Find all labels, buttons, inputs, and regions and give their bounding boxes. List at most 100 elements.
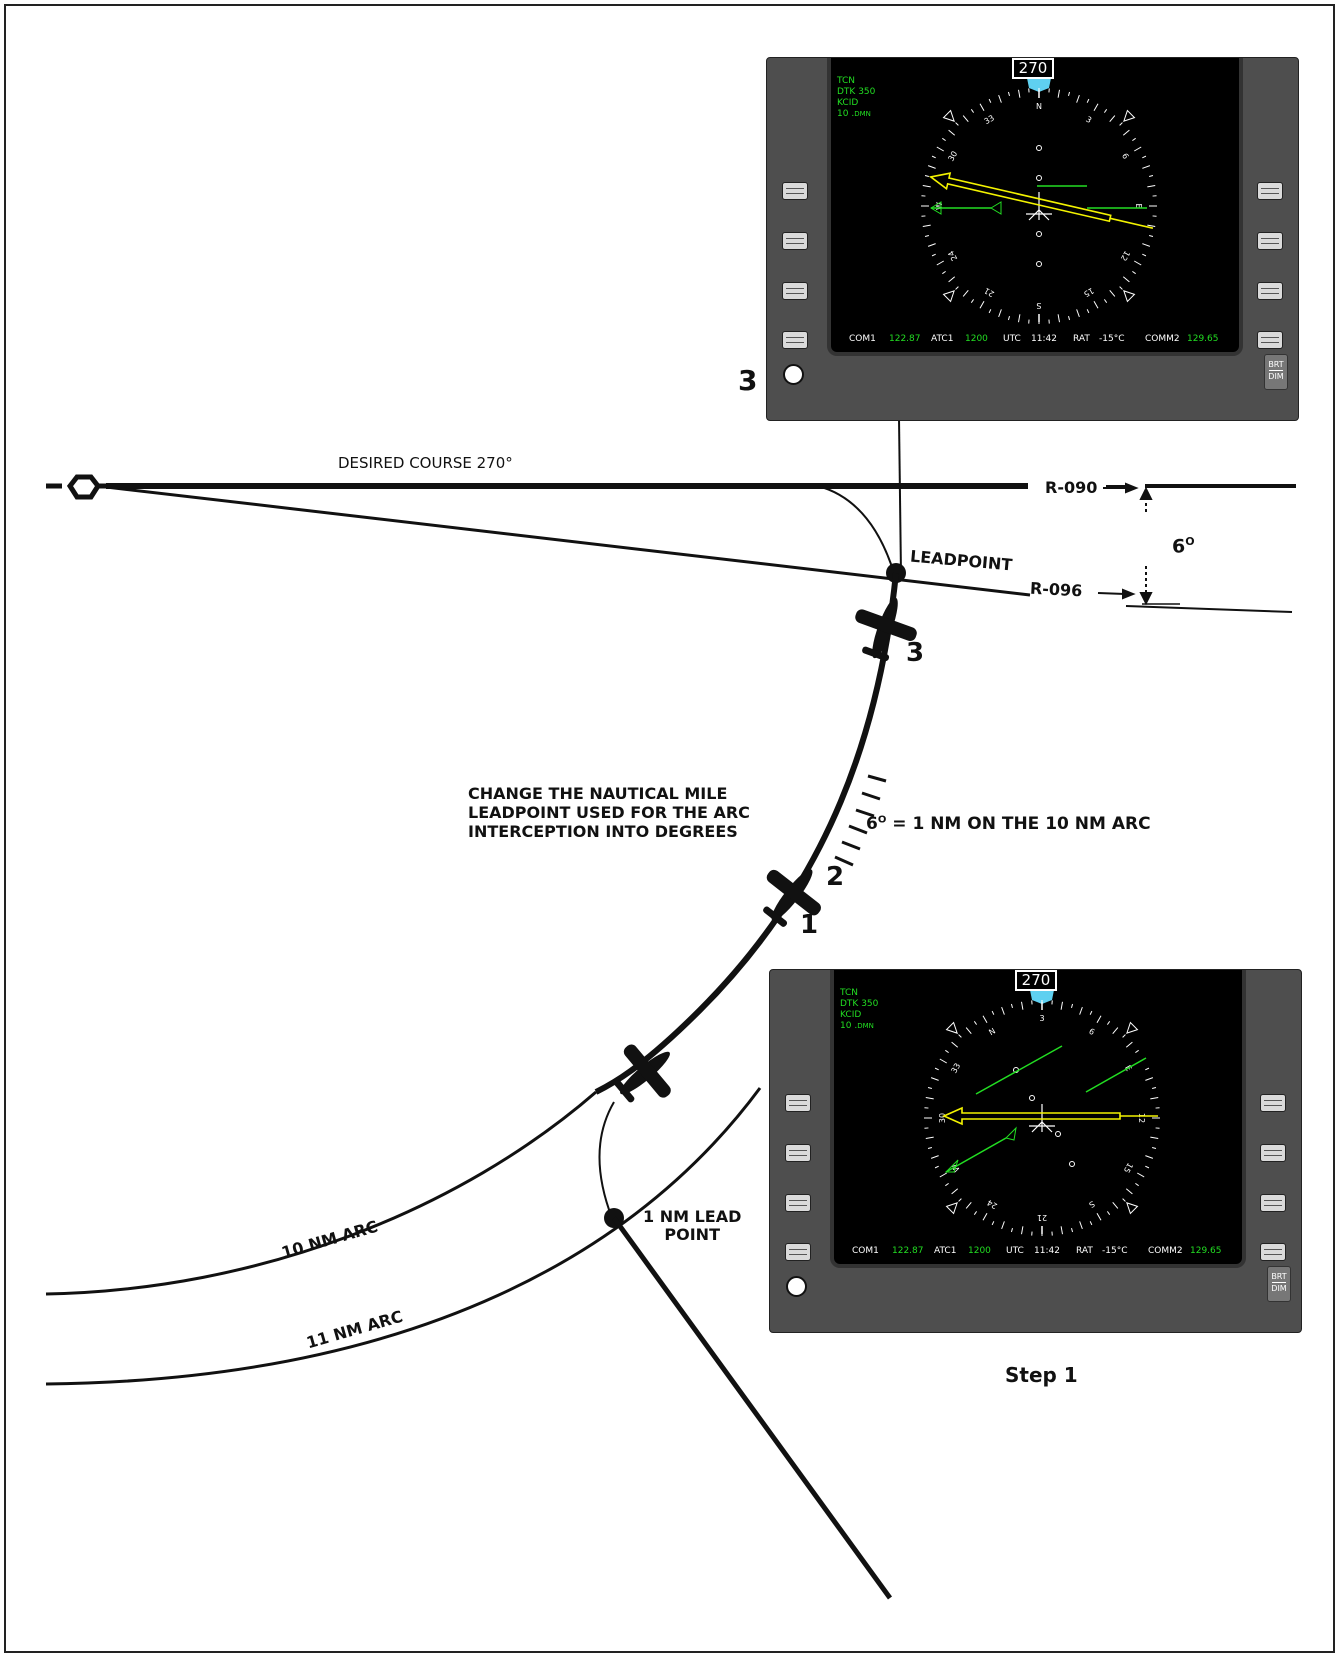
one-nm-lead-line: POINT xyxy=(664,1225,720,1244)
compass-tick xyxy=(1093,103,1099,111)
six-degree-label: 6O xyxy=(1172,535,1195,557)
one-nm-lead-label: 1 NM LEAD POINT xyxy=(643,1208,741,1244)
compass-tick xyxy=(973,1211,978,1215)
flight-path-arc xyxy=(594,572,899,1095)
right-bezel-button-4[interactable] xyxy=(1257,331,1283,349)
compass-rose: 36E1215S2124W3033N xyxy=(924,990,1160,1236)
compass-tick xyxy=(1148,174,1154,177)
left-bezel-button-2[interactable] xyxy=(785,1144,811,1162)
desired-track: DTK 350 xyxy=(837,87,876,97)
compass-tick xyxy=(1089,1221,1093,1226)
comm2-label: COMM2 xyxy=(1145,334,1180,344)
rat-value: -15°C xyxy=(1099,334,1125,344)
compass-tick xyxy=(970,109,975,113)
compass-tick xyxy=(1001,1221,1005,1230)
compass-label: S xyxy=(1036,301,1041,310)
compass-tick xyxy=(925,1097,934,1100)
left-bezel-button-3[interactable] xyxy=(782,282,808,300)
r096-line xyxy=(105,485,1031,597)
change-text-block: CHANGE THE NAUTICAL MILE LEADPOINT USED … xyxy=(468,784,750,841)
compass-tick xyxy=(970,299,975,303)
right-bezel-button-3[interactable] xyxy=(1257,282,1283,300)
compass-label: 6 xyxy=(1087,1027,1096,1037)
brt-dim-switch[interactable]: BRT DIM xyxy=(1267,1266,1291,1302)
right-bezel-button-4[interactable] xyxy=(1260,1243,1286,1261)
compass-tick xyxy=(930,1077,939,1081)
right-bezel-button-3[interactable] xyxy=(1260,1194,1286,1212)
bearing-triangle-icon xyxy=(1126,1021,1139,1034)
power-knob[interactable] xyxy=(786,1276,807,1297)
r096-label: R-096 xyxy=(1029,578,1083,601)
compass-tick xyxy=(1132,137,1136,142)
deviation-dot xyxy=(1055,1131,1061,1137)
right-bezel-button-2[interactable] xyxy=(1260,1144,1286,1162)
compass-tick xyxy=(1112,1027,1119,1035)
compass-tick xyxy=(979,103,985,111)
heading-bug-icon xyxy=(1030,990,1054,1004)
right-bezel-button-1[interactable] xyxy=(1257,182,1283,200)
compass-tick xyxy=(925,1136,934,1139)
lead-radial-line xyxy=(611,1216,893,1600)
right-bezel-button-2[interactable] xyxy=(1257,232,1283,250)
left-bezel-button-1[interactable] xyxy=(782,182,808,200)
compass-tick xyxy=(988,309,992,314)
bearing-triangle-icon xyxy=(942,290,955,303)
compass-tick xyxy=(1151,1086,1157,1089)
compass-tick xyxy=(924,235,930,238)
six-deg-value: 6 xyxy=(866,814,878,834)
bearing-triangle-icon xyxy=(942,109,955,122)
lead-turn-curve xyxy=(817,485,894,571)
utc-value: 11:42 xyxy=(1034,1246,1060,1256)
compass-tick xyxy=(934,1067,939,1071)
right-bezel-button-1[interactable] xyxy=(1260,1094,1286,1112)
change-text-line: INTERCEPTION INTO DEGREES xyxy=(468,822,738,841)
compass-tick xyxy=(945,1182,949,1187)
brt-label: BRT xyxy=(1271,1272,1287,1281)
six-degree-dimension xyxy=(1139,486,1180,606)
figure-frame xyxy=(4,4,1335,1653)
one-nm-lead-line: 1 NM LEAD xyxy=(643,1207,742,1226)
left-bezel-button-2[interactable] xyxy=(782,232,808,250)
degree-ticks xyxy=(834,774,887,867)
r096-arrow-icon xyxy=(1097,588,1136,600)
hsi-display-bottom: TCN DTK 350 KCID 10 .DMN 36E1215S2124W30… xyxy=(769,969,1302,1333)
compass-tick xyxy=(1079,1221,1083,1230)
atc1-value: 1200 xyxy=(968,1246,991,1256)
dim-label: DIM xyxy=(1268,372,1284,381)
compass-tick xyxy=(951,1041,959,1048)
compass-tick xyxy=(998,94,1002,103)
compass-tick xyxy=(1071,1227,1074,1233)
utc-value: 11:42 xyxy=(1031,334,1057,344)
power-knob[interactable] xyxy=(783,364,804,385)
brt-dim-switch[interactable]: BRT DIM xyxy=(1264,354,1288,390)
compass-tick xyxy=(1147,185,1156,188)
six-deg-equals-label: 6O = 1 NM ON THE 10 NM ARC xyxy=(866,814,1151,834)
compass-tick xyxy=(1086,309,1090,314)
left-bezel-button-4[interactable] xyxy=(782,331,808,349)
compass-tick xyxy=(1106,1211,1111,1215)
compass-label: S xyxy=(1087,1199,1096,1209)
left-bezel-button-1[interactable] xyxy=(785,1094,811,1112)
compass-tick xyxy=(927,165,936,169)
compass-tick xyxy=(951,1188,959,1195)
compass-tick xyxy=(1122,1034,1126,1038)
compass-tick xyxy=(1150,1097,1159,1100)
compass-tick xyxy=(1096,1213,1102,1221)
compass-tick xyxy=(931,253,936,257)
compass-tick xyxy=(1068,315,1071,321)
compass-label: 15 xyxy=(1082,286,1095,299)
compass-tick xyxy=(1079,1006,1083,1015)
distance: 10 .DMN xyxy=(837,109,875,120)
compass-tick xyxy=(955,122,959,126)
aircraft-tail xyxy=(1028,209,1050,221)
compass-tick xyxy=(1096,1015,1102,1023)
com1-label: COM1 xyxy=(849,334,876,344)
compass-tick xyxy=(1018,89,1021,98)
compass-tick xyxy=(1151,1147,1157,1150)
left-bezel-button-3[interactable] xyxy=(785,1194,811,1212)
left-bezel-button-4[interactable] xyxy=(785,1243,811,1261)
compass-label: 3 xyxy=(1084,115,1093,125)
dim-label: DIM xyxy=(1271,1284,1287,1293)
compass-tick xyxy=(1109,115,1116,123)
